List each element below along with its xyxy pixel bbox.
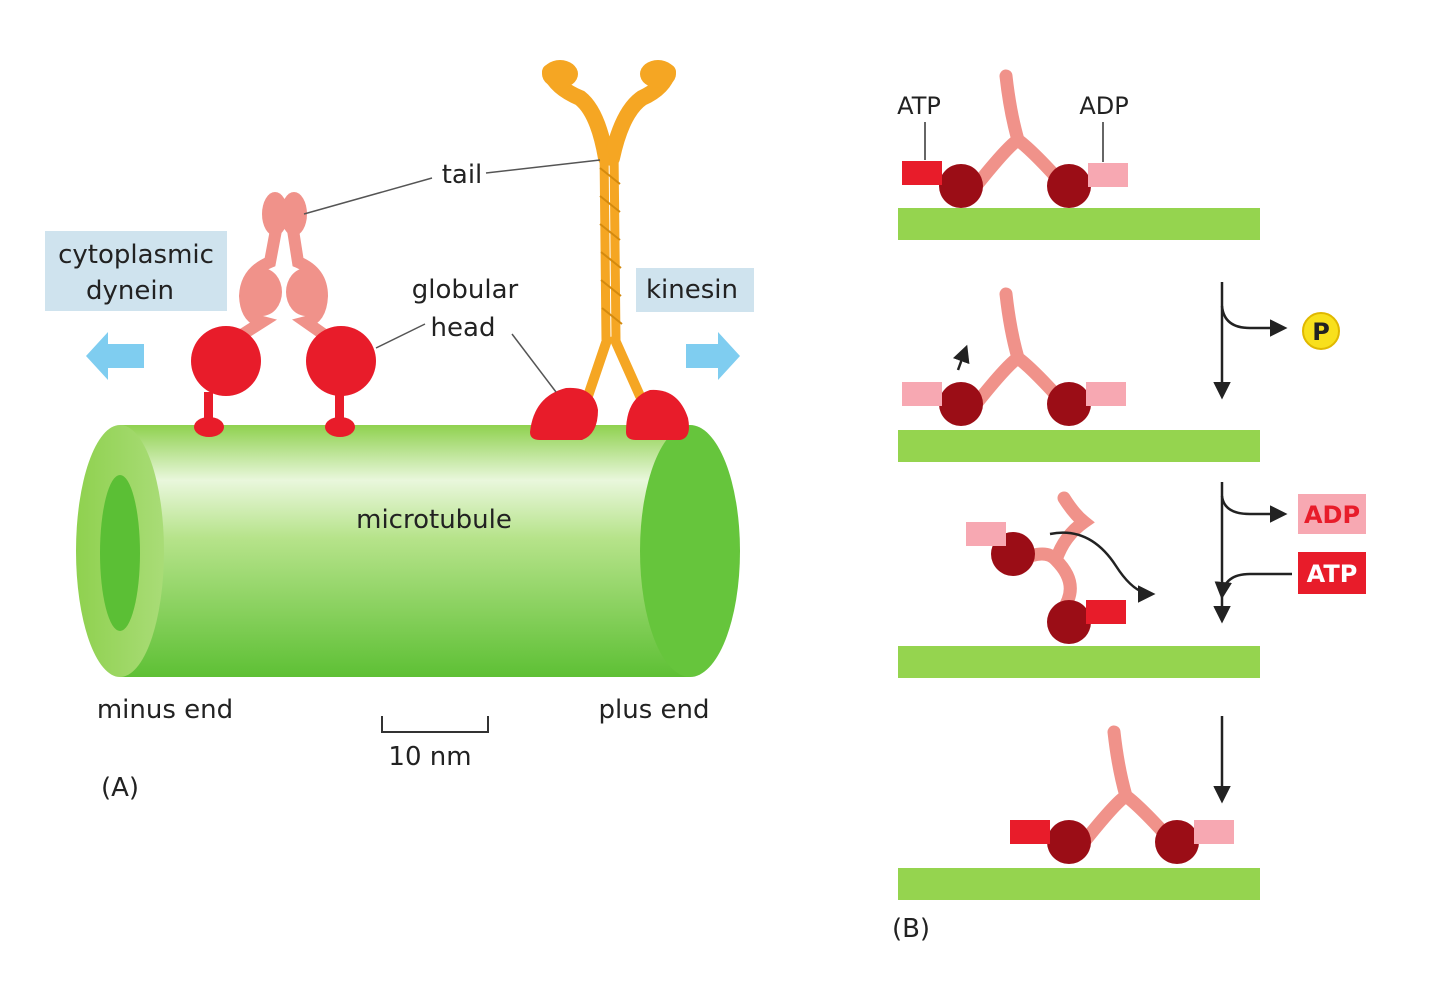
track-4 (898, 868, 1260, 900)
step-4 (898, 725, 1260, 900)
track-1 (898, 208, 1260, 240)
head-leader-kinesin (511, 333, 557, 393)
step2-release-arrow (952, 344, 970, 371)
step-3 (898, 491, 1260, 678)
scale-bar (381, 716, 489, 733)
step4-head-right (1155, 820, 1199, 864)
leader-lines (303, 159, 601, 393)
step3-swing-arrow (1049, 531, 1156, 603)
kinesin (530, 60, 689, 440)
atp-binding-arrow (1214, 572, 1292, 600)
bound-atp-label: ATP (1307, 560, 1358, 588)
microtubule-body (120, 425, 690, 677)
dynein-tail-right (281, 192, 307, 236)
released-adp-badge (1298, 494, 1366, 534)
dynein-neck-left (242, 268, 282, 316)
plus-end-label: plus end (599, 695, 710, 725)
kinesin-tail-tip-right (640, 60, 676, 88)
panel-b: ATP ADP P ADP ATP (892, 69, 1366, 944)
step2-stalk (969, 287, 1073, 413)
step4-head-left (1047, 820, 1091, 864)
tail-leader-dynein (303, 177, 433, 215)
step3-atp-box (1086, 600, 1126, 624)
phosphate-label: P (1312, 318, 1330, 346)
phosphate-release-arrow (1220, 305, 1288, 337)
panel-a-label: (A) (101, 773, 139, 803)
dynein-tail-left (262, 192, 288, 236)
microtubule-label: microtubule (356, 505, 512, 535)
dynein-neck-right (286, 268, 326, 316)
panel-a: tail cytoplasmic dynein kinesin globular… (45, 60, 754, 803)
scale-bar-label: 10 nm (388, 742, 471, 772)
head-label-line2: head (431, 313, 496, 343)
tail-label: tail (442, 160, 483, 190)
step4-stalk (1077, 725, 1181, 851)
minus-direction-arrow (86, 332, 144, 380)
step1-adp-box (1088, 163, 1128, 187)
step2-head-right (1047, 382, 1091, 426)
track-2 (898, 430, 1260, 462)
transition-1: P (1213, 282, 1340, 400)
atp-label: ATP (897, 92, 941, 120)
adp-release-arrow (1220, 495, 1288, 523)
dynein-head-right (306, 326, 376, 396)
dynein-label-box (45, 231, 227, 311)
kinesin-coiled-coil (599, 149, 621, 341)
tail-leader-kinesin (485, 159, 601, 174)
step2-adp-box-left (902, 382, 942, 406)
phosphate-circle (1302, 312, 1340, 350)
track-3 (898, 646, 1260, 678)
kinesin-head-right (626, 389, 689, 440)
microtubule-plus-end-cap (640, 425, 740, 677)
microtubule (76, 425, 740, 677)
transition-2: ADP ATP (1213, 482, 1366, 624)
step2-head-left (939, 382, 983, 426)
step2-adp-box-right (1086, 382, 1126, 406)
bound-atp-badge (1298, 552, 1366, 594)
dynein-mt-foot-right (325, 417, 355, 437)
kinesin-label: kinesin (646, 275, 738, 305)
kinesin-coil-twists (599, 167, 623, 325)
step-2 (898, 287, 1260, 462)
plus-direction-arrow (686, 332, 740, 380)
step1-stalk (969, 69, 1073, 195)
step4-adp-box (1194, 820, 1234, 844)
panel-b-label: (B) (892, 914, 930, 944)
dynein-head-left (191, 326, 261, 396)
step4-atp-box (1010, 820, 1050, 844)
dynein-mt-stalk-left (204, 392, 213, 418)
step1-head-left (939, 164, 983, 208)
step1-atp-box (902, 161, 942, 185)
kinesin-neck-left (583, 335, 612, 401)
step-1: ATP ADP (897, 69, 1260, 240)
kinesin-head-left (530, 387, 598, 440)
released-adp-label: ADP (1304, 501, 1360, 529)
dynein-label-line1: cytoplasmic (58, 240, 214, 270)
microtubule-lumen (100, 475, 140, 631)
step1-head-right (1047, 164, 1091, 208)
cytoplasmic-dynein (191, 192, 376, 437)
dynein-label-line2: dynein (86, 276, 174, 306)
kinesin-label-box (636, 268, 754, 312)
dynein-mt-stalk-right (335, 392, 344, 418)
minus-end-label: minus end (97, 695, 233, 725)
head-leader-dynein (375, 323, 426, 349)
head-label-line1: globular (412, 275, 519, 305)
adp-label: ADP (1079, 92, 1128, 120)
kinesin-tail-tip-left (542, 60, 578, 88)
dynein-mt-foot-left (194, 417, 224, 437)
step3-head-bound (1047, 600, 1091, 644)
kinesin-neck-right (610, 335, 645, 401)
step3-adp-box (966, 522, 1006, 546)
